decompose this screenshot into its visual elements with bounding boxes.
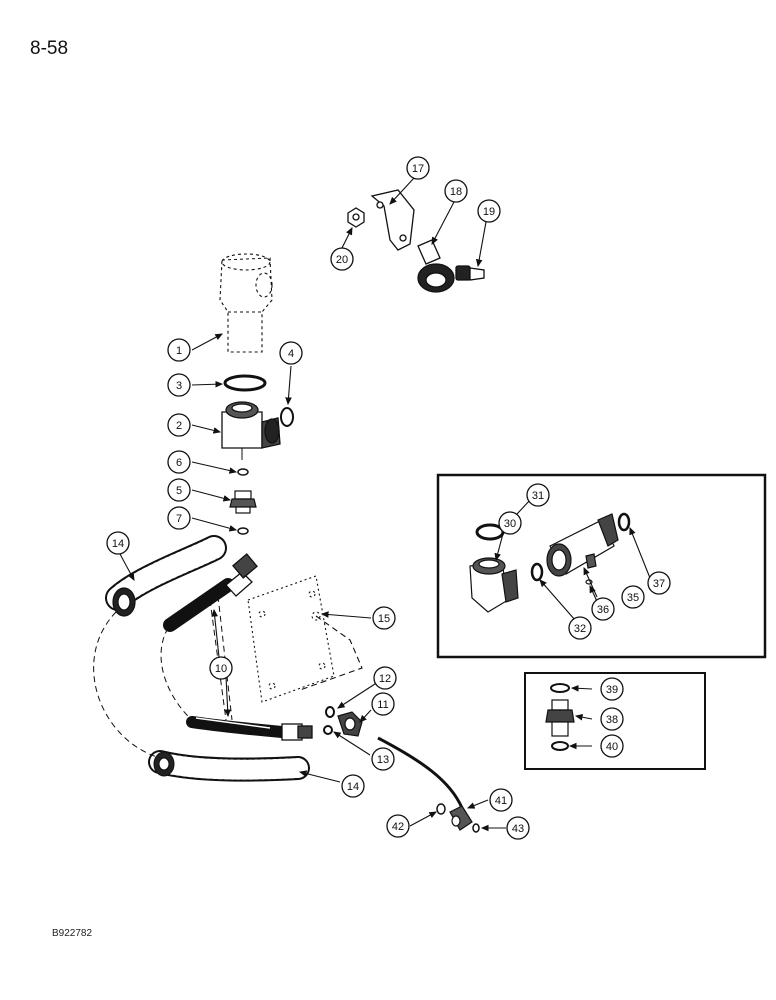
callout-42: 42 <box>386 814 410 838</box>
callout-4: 4 <box>279 341 303 365</box>
svg-text:19: 19 <box>483 206 495 218</box>
o-ring-4 <box>280 407 294 427</box>
callout-6: 6 <box>167 450 191 474</box>
svg-text:5: 5 <box>176 485 182 497</box>
callout-1: 1 <box>167 338 191 362</box>
svg-text:38: 38 <box>606 714 618 726</box>
svg-text:3: 3 <box>176 380 182 392</box>
svg-text:42: 42 <box>392 821 404 833</box>
callout-30: 30 <box>498 511 522 535</box>
svg-text:18: 18 <box>450 186 462 198</box>
hose-lower-10 <box>186 716 313 741</box>
svg-text:32: 32 <box>574 623 586 635</box>
callout-20: 20 <box>330 247 354 271</box>
svg-text:17: 17 <box>412 163 424 175</box>
callout-38: 38 <box>600 707 624 731</box>
fitting-41 <box>449 805 473 831</box>
svg-text:14: 14 <box>112 538 124 550</box>
svg-text:4: 4 <box>288 348 294 360</box>
o-ring-12 <box>325 706 335 718</box>
svg-text:40: 40 <box>606 741 618 753</box>
callout-37: 37 <box>647 571 671 595</box>
callout-31: 31 <box>526 483 550 507</box>
o-ring-3 <box>223 374 267 392</box>
callout-13: 13 <box>371 747 395 771</box>
callout-35: 35 <box>621 585 645 609</box>
o-ring-6 <box>237 468 249 476</box>
route-arrow <box>377 736 464 809</box>
svg-text:41: 41 <box>495 795 507 807</box>
svg-text:39: 39 <box>606 684 618 696</box>
figure-code: B922782 <box>52 928 93 939</box>
callout-17: 17 <box>406 156 430 180</box>
callout-14-upper: 14 <box>106 531 130 555</box>
svg-text:13: 13 <box>377 754 389 766</box>
callout-5: 5 <box>167 478 191 502</box>
svg-text:7: 7 <box>176 513 182 525</box>
svg-text:15: 15 <box>378 613 390 625</box>
adapter-5 <box>229 490 257 514</box>
svg-text:35: 35 <box>627 592 639 604</box>
callout-3: 3 <box>167 373 191 397</box>
callout-32: 32 <box>568 616 592 640</box>
callout-11: 11 <box>371 692 395 716</box>
spring-guard-lower-14 <box>148 750 310 782</box>
callout-2: 2 <box>167 413 191 437</box>
o-ring-42 <box>436 803 446 815</box>
hose-routing-lines <box>93 595 233 759</box>
svg-text:37: 37 <box>653 578 665 590</box>
inset-box-alt-elbow <box>436 473 767 659</box>
o-ring-43 <box>472 823 480 833</box>
callout-10: 10 <box>209 656 233 680</box>
callout-15: 15 <box>372 606 396 630</box>
callout-36: 36 <box>591 597 615 621</box>
svg-text:2: 2 <box>176 420 182 432</box>
svg-text:6: 6 <box>176 457 182 469</box>
callout-7: 7 <box>167 506 191 530</box>
spring-guard-upper-14 <box>105 535 227 617</box>
nut-part <box>347 207 365 228</box>
cover-plate-15 <box>247 575 363 703</box>
elbow-11 <box>337 711 363 737</box>
callout-14-lower: 14 <box>341 774 365 798</box>
callout-19: 19 <box>477 199 501 223</box>
callout-12: 12 <box>373 666 397 690</box>
callout-18: 18 <box>444 179 468 203</box>
o-ring-13 <box>323 725 333 735</box>
svg-text:14: 14 <box>347 781 359 793</box>
leader-lines <box>119 177 651 832</box>
bolt-part <box>455 265 485 281</box>
bracket-part <box>370 189 415 251</box>
svg-text:10: 10 <box>215 663 227 675</box>
callout-39: 39 <box>600 677 624 701</box>
callout-43: 43 <box>506 816 530 840</box>
callout-40: 40 <box>600 734 624 758</box>
inset-box-adapter <box>524 672 706 770</box>
elbow-fitting-2 <box>221 401 281 460</box>
clamp-part <box>417 239 455 293</box>
valve-phantom <box>219 253 273 353</box>
svg-text:31: 31 <box>532 490 544 502</box>
svg-text:36: 36 <box>597 604 609 616</box>
svg-text:11: 11 <box>377 699 388 711</box>
svg-text:43: 43 <box>512 823 524 835</box>
svg-text:20: 20 <box>336 254 348 266</box>
svg-text:30: 30 <box>504 518 516 530</box>
o-ring-7 <box>237 527 249 535</box>
svg-text:1: 1 <box>176 345 182 357</box>
svg-text:12: 12 <box>379 673 391 685</box>
callout-41: 41 <box>489 788 513 812</box>
page-number: 8-58 <box>30 38 69 59</box>
hose-upper-10 <box>163 553 258 632</box>
callouts: 1 3 2 4 6 5 7 14 17 18 19 20 10 15 12 11… <box>106 156 671 840</box>
